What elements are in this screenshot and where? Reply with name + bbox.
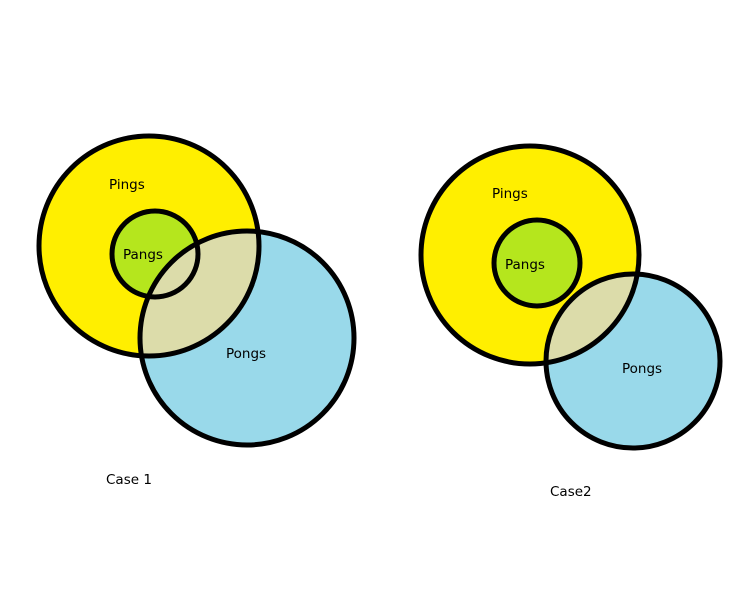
case1-pongs-label: Pongs [226, 346, 266, 362]
case2-pongs-outline [543, 271, 723, 451]
case2-pongs-label: Pongs [622, 361, 662, 377]
case1-caption: Case 1 [106, 472, 152, 488]
case1-pings-label: Pings [109, 177, 145, 193]
case1-diagram: Pings Pangs Pongs Case 1 [36, 133, 357, 488]
case2-pangs-label: Pangs [505, 257, 545, 273]
case1-pings-outline [36, 133, 262, 359]
case2-diagram: Pings Pangs Pongs Case2 [418, 143, 723, 500]
case2-pangs-circle [494, 220, 580, 306]
case2-pings-label: Pings [492, 186, 528, 202]
case1-pangs-outline [109, 208, 201, 300]
case2-pangs-outline [491, 217, 583, 309]
case2-pings-outline [418, 143, 642, 367]
case1-pongs-outline [137, 228, 357, 448]
case1-pangs-label: Pangs [123, 247, 163, 263]
case2-caption: Case2 [550, 484, 592, 500]
